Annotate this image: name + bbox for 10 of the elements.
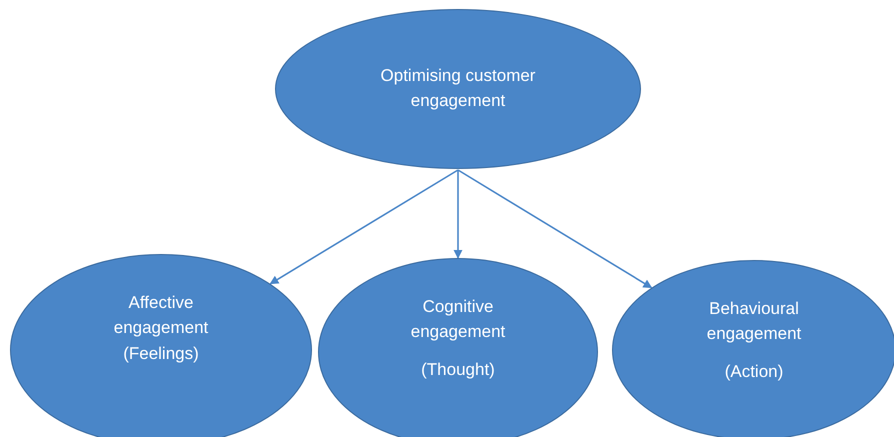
node-sublabel: (Feelings): [123, 343, 199, 366]
node-label: Cognitive engagement: [410, 296, 506, 343]
node-sublabel: (Thought): [421, 359, 495, 382]
node-label: Optimising customer engagement: [380, 65, 536, 112]
node-label: Affective engagement: [112, 292, 210, 339]
arrow: [454, 170, 462, 259]
arrow: [270, 169, 458, 284]
node-label: Behavioural engagement: [706, 298, 802, 345]
node-sublabel: (Action): [724, 361, 784, 384]
arrow: [458, 169, 652, 288]
